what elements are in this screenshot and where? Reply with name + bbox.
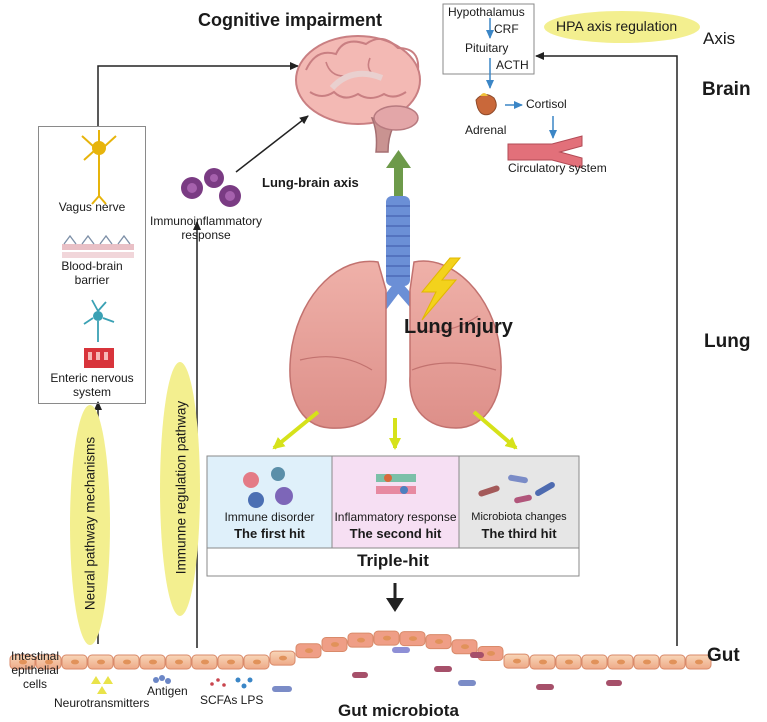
hpa-adrenal: Adrenal	[465, 123, 507, 137]
epithelial-cell-nucleus	[71, 659, 79, 665]
title-cognitive-impairment: Cognitive impairment	[198, 10, 383, 30]
enteric-neuron-illustration	[83, 299, 115, 368]
immune-disorder-icon	[243, 467, 293, 508]
inflammatory-response-icon	[376, 474, 416, 494]
neuron-illustration	[81, 130, 117, 205]
epithelial-cell-nucleus	[617, 659, 625, 665]
scfas-lps-label: SCFAs LPS	[200, 693, 264, 707]
epithelial-cell-nucleus	[123, 659, 131, 665]
triple-hit-box	[206, 455, 580, 577]
third-hit-title: The third hit	[481, 526, 557, 541]
brain-illustration	[295, 35, 421, 153]
adrenal-illustration	[475, 93, 497, 116]
epithelial-cell-nucleus	[253, 659, 261, 665]
level-brain: Brain	[702, 79, 751, 100]
enteric-nervous-system-label: Enteric nervous system	[50, 371, 134, 399]
epithelial-cell-nucleus	[513, 658, 521, 664]
epithelial-cell-nucleus	[279, 655, 287, 661]
epithelial-cell-nucleus	[19, 659, 27, 665]
intestinal-epithelial-cells-text: Intestinal epithelial cells	[10, 649, 60, 691]
epithelial-cell-nucleus	[591, 659, 599, 665]
epithelial-cell-nucleus	[409, 636, 417, 642]
hpa-highlight	[544, 11, 700, 43]
blood-brain-barrier-illustration	[62, 234, 134, 258]
immune-cells-illustration	[181, 168, 241, 207]
second-hit-caption: Inflammatory response	[334, 510, 457, 524]
epithelial-cell-nucleus	[97, 659, 105, 665]
immunoinflammatory-response-label: Immunoinflammatory response	[146, 214, 266, 243]
neural-structures-box	[38, 126, 146, 404]
hpa-circulatory-system: Circulatory system	[508, 161, 607, 175]
second-hit-title: The second hit	[349, 526, 442, 541]
epithelial-cell-nucleus	[357, 637, 365, 643]
epithelial-cell-nucleus	[45, 659, 53, 665]
first-hit-caption: Immune disorder	[224, 510, 315, 524]
epithelial-cell-nucleus	[175, 659, 183, 665]
axis-word: Axis	[703, 29, 736, 48]
triple-hit-down-arrow	[386, 583, 404, 612]
immunoinflammatory-response-text: Immunoinflammatory response	[149, 214, 263, 243]
epithelial-cell-nucleus	[565, 659, 573, 665]
intestinal-epithelial-cells-label: Intestinal epithelial cells	[0, 649, 70, 691]
gut-bacteria	[272, 647, 622, 692]
hpa-box	[442, 3, 535, 75]
hpa-crf: CRF	[494, 22, 519, 36]
epithelial-cell-nucleus	[331, 642, 339, 647]
antigen-label: Antigen	[147, 684, 188, 698]
neural-pathway-highlight	[70, 405, 110, 645]
scfas-lps-icons	[210, 677, 253, 689]
blood-vessel-illustration	[507, 135, 583, 169]
epithelial-cell-nucleus	[201, 659, 209, 665]
epithelial-cell-nucleus	[695, 659, 703, 665]
gut-microbiota-label: Gut microbiota	[338, 701, 459, 720]
epithelial-cell-nucleus	[149, 659, 157, 665]
epithelial-cell-nucleus	[669, 659, 677, 665]
hpa-return-arrow	[535, 52, 678, 646]
epithelial-cell-nucleus	[305, 648, 313, 654]
hpa-acth: ACTH	[496, 58, 529, 72]
level-lung: Lung	[704, 331, 751, 352]
gut-epithelium	[9, 630, 712, 670]
epithelial-cell-nucleus	[539, 659, 547, 665]
immune-pathway-label: Immunne regulation pathway	[173, 400, 189, 575]
neural-pathway-label: Neural pathway mechanisms	[82, 436, 98, 611]
blood-brain-barrier-label: Blood-brain barrier	[61, 259, 123, 287]
immune-pathway-highlight	[160, 362, 200, 616]
lung-brain-arrow	[386, 150, 411, 196]
hpa-cortisol: Cortisol	[526, 97, 567, 111]
lung-to-hits-arrows	[272, 410, 518, 450]
epithelial-cell-nucleus	[435, 639, 443, 644]
vagus-nerve-label: Vagus nerve	[58, 200, 126, 214]
epithelial-cell-nucleus	[487, 651, 495, 656]
triple-hit-label: Triple-hit	[357, 551, 429, 570]
first-hit-panel	[206, 455, 333, 549]
hpa-pituitary: Pituitary	[465, 41, 509, 55]
neurotransmitters-label: Neurotransmitters	[54, 696, 150, 710]
epithelial-cell-nucleus	[461, 644, 469, 650]
level-gut: Gut	[707, 645, 740, 666]
epithelial-cell-nucleus	[227, 659, 235, 665]
epithelial-cell-nucleus	[383, 635, 391, 641]
hpa-hypothalamus: Hypothalamus	[448, 5, 525, 19]
second-hit-panel	[331, 455, 460, 549]
first-hit-title: The first hit	[234, 526, 305, 541]
microbiota-changes-icon	[478, 474, 555, 504]
hpa-axis-regulation-label: HPA axis regulation	[556, 18, 678, 34]
lung-injury-label: Lung injury	[404, 316, 513, 338]
lung-brain-axis-label: Lung-brain axis	[262, 175, 359, 190]
antigen-icon	[153, 675, 171, 684]
third-hit-caption: Microbiota changes	[471, 511, 567, 523]
lungs-illustration	[289, 257, 502, 429]
neurotransmitter-icons	[91, 676, 113, 694]
epithelial-cell-nucleus	[643, 659, 651, 665]
